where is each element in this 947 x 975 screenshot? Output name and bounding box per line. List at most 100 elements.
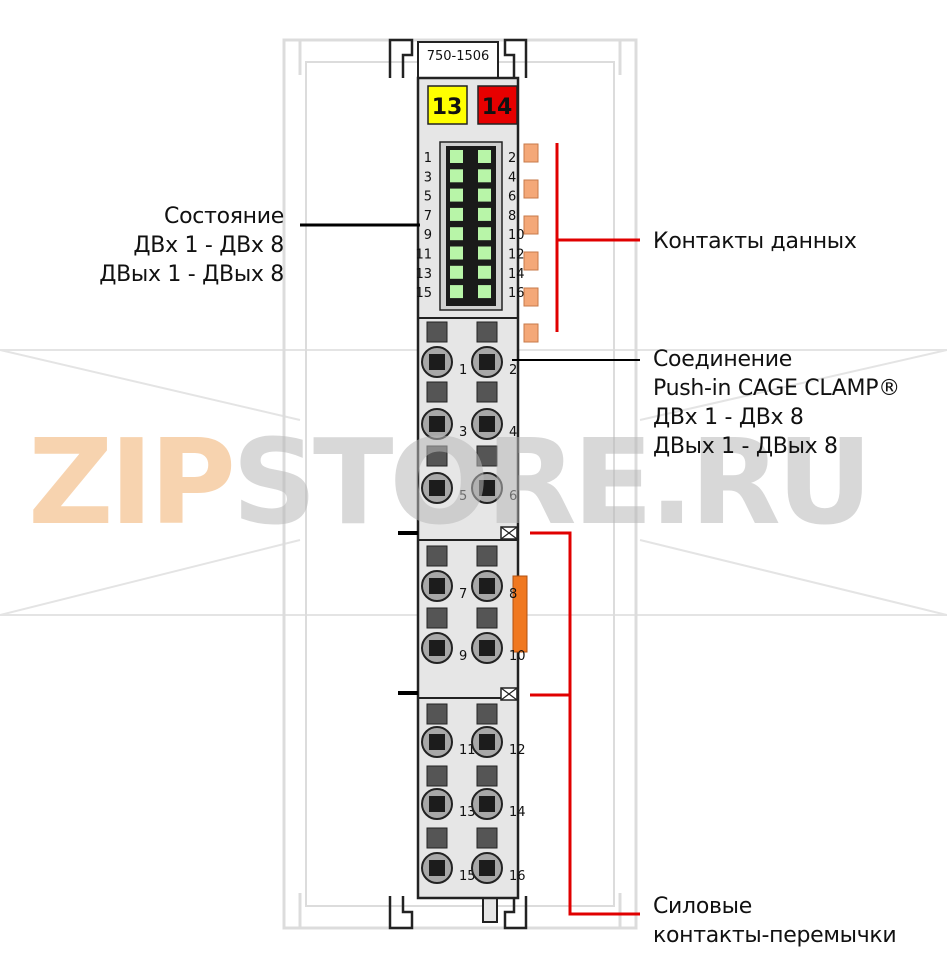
led-number-right: 14 [508,267,525,282]
power-jumpers-label: Силовые контакты-перемычки [653,892,897,950]
connection-label-line3: ДВх 1 - ДВх 8 [653,405,804,430]
rail-latch [482,895,498,923]
release-button [476,445,498,467]
release-button [426,827,448,849]
terminal-number: 8 [509,587,517,602]
led-left [450,265,463,279]
terminal-number: 1 [459,363,467,378]
terminal-number: 15 [459,869,476,884]
led-number-right: 12 [508,248,525,263]
rail-clip-bottom-right [503,896,528,930]
led-right [478,150,491,163]
status-label: Состояние ДВх 1 - ДВх 8 ДВых 1 - ДВых 8 [99,202,284,289]
release-button [426,545,448,567]
connection-label: Соединение Push-in CAGE CLAMP® ДВх 1 - Д… [653,345,900,461]
led-number-right: 2 [508,151,516,166]
status-label-line2: ДВх 1 - ДВх 8 [133,233,284,258]
wire-terminal-hole [479,860,495,876]
led-left [450,246,463,260]
led-right [478,227,491,241]
release-button [476,827,498,849]
power-jumper-bar [512,575,528,653]
wire-terminal-hole [479,354,495,370]
background-line [0,539,301,616]
led-left [450,169,463,183]
wire-terminal-hole [429,640,445,656]
terminal-number: 9 [459,649,467,664]
led-number-right: 10 [508,228,525,243]
led-right [478,188,491,202]
release-button [426,765,448,787]
power-jumpers-label-line2: контакты-перемычки [653,923,897,948]
led-right [478,207,491,221]
data-contacts-label: Контакты данных [653,227,857,256]
led-left [450,227,463,241]
release-button [476,765,498,787]
terminal-number: 16 [509,869,526,884]
data-contact [523,179,539,199]
led-number-left: 11 [415,248,432,263]
wire-terminal-hole [479,578,495,594]
wire-terminal-hole [429,480,445,496]
led-right [478,285,491,299]
led-left [450,207,463,221]
status-label-line3: ДВых 1 - ДВых 8 [99,262,284,287]
led-number-left: 15 [415,286,432,301]
wire-terminal-hole [479,796,495,812]
connection-label-line2: Push-in CAGE CLAMP® [653,376,900,401]
wire-terminal-hole [479,734,495,750]
terminal-number: 7 [459,587,467,602]
background-line [639,539,947,616]
wire-terminal-hole [429,416,445,432]
data-contact [523,251,539,271]
wire-terminal-hole [479,416,495,432]
led-number-right: 8 [508,209,516,224]
connection-label-line1: Соединение [653,347,793,372]
wire-terminal-hole [429,796,445,812]
wire-terminal-hole [429,578,445,594]
led-number-left: 7 [424,209,432,224]
led-number-left: 9 [424,228,432,243]
led-right [478,169,491,183]
ghost-module-outline [282,38,638,930]
rail-clip-top-right [503,38,528,78]
jumper-cross-line [500,526,518,540]
status-label-line1: Состояние [164,204,284,229]
release-button [476,321,498,343]
release-button [426,381,448,403]
terminal-number: 4 [509,425,517,440]
terminal-number: 12 [509,743,526,758]
rail-clip-top-left [388,38,414,78]
badge-right-text: 14 [482,95,513,120]
led-left [450,285,463,299]
power-jumpers-leader-line [530,531,640,916]
release-button [476,703,498,725]
terminal-number: 6 [509,489,517,504]
badge-right [477,85,518,125]
terminal-number: 14 [509,805,526,820]
release-button [426,703,448,725]
terminal-number: 2 [509,363,517,378]
part-number-text: 750-1506 [427,49,490,64]
data-contact [523,143,539,163]
led-number-right: 6 [508,190,516,205]
data-contacts-label-text: Контакты данных [653,229,857,254]
rail-clip-bottom-left [388,896,414,930]
release-button [426,445,448,467]
terminal-number: 10 [509,649,526,664]
jumper-cross-line [500,687,518,701]
data-contact [523,323,539,343]
led-number-left: 13 [415,267,432,282]
badge-left [427,85,468,125]
led-number-left: 5 [424,190,432,205]
release-button [476,545,498,567]
led-right [478,246,491,260]
led-number-right: 4 [508,170,516,185]
wire-terminal-hole [429,734,445,750]
led-left [450,188,463,202]
led-number-left: 3 [424,170,432,185]
wire-terminal-hole [479,640,495,656]
release-button [426,321,448,343]
